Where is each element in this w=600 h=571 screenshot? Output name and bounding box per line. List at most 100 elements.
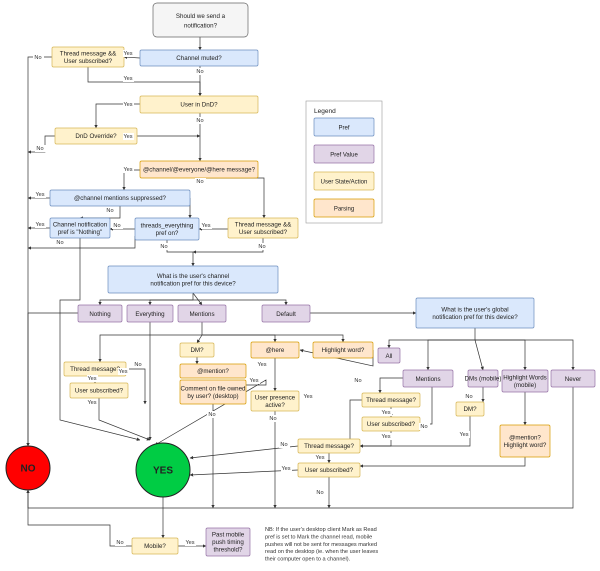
flow-edge: [192, 292, 203, 306]
legend-item-pref: Pref: [313, 117, 375, 137]
node-thread-sub-mid: Thread message &&User subscribed?: [227, 217, 299, 239]
node-text: Default: [276, 311, 296, 318]
legend-item-parsing: Parsing: [313, 198, 375, 218]
flow-edge: [474, 339, 484, 371]
edge-label-yes: Yes: [185, 540, 194, 546]
node-text: @here: [266, 347, 285, 354]
flow-edge: [148, 299, 193, 306]
node-val-nothing: Nothing: [77, 304, 123, 323]
node-text: Mobile?: [144, 543, 166, 550]
node-text: Comment on file owned: [180, 385, 246, 392]
edge-label-no: No: [316, 490, 323, 496]
edge-label-no: No: [258, 244, 265, 250]
node-text: Never: [565, 376, 582, 383]
node-text: User subscribed?: [75, 388, 124, 395]
node-text: All: [386, 353, 393, 360]
note-line: read on the desktop (ie. when the user l…: [265, 549, 378, 555]
node-text: DMs (mobile): [465, 376, 502, 383]
edge-label-no: No: [196, 69, 203, 75]
node-text: push timing: [212, 539, 244, 546]
edge-label-yes: Yes: [303, 394, 312, 400]
flow-edge: [26, 489, 132, 547]
node-at-here: @here: [250, 341, 300, 359]
node-text: DnD Override?: [75, 133, 117, 140]
node-mobile: Mobile?: [131, 537, 179, 555]
edge-label-no: No: [280, 442, 287, 448]
legend-item-label: Pref: [338, 126, 349, 132]
flow-edge: [475, 339, 527, 371]
node-text: Thread message?: [366, 397, 416, 404]
edge-label-yes: Yes: [123, 134, 132, 140]
node-user-dnd: User in DnD?: [139, 95, 259, 114]
edge-label-yes: Yes: [123, 102, 132, 108]
edge-label-yes: Yes: [201, 223, 210, 229]
node-text: What is the user's channel: [157, 273, 229, 280]
node-text: Highlight Words: [503, 374, 547, 381]
node-text: notification pref for this device?: [432, 314, 518, 321]
edge-label-yes: Yes: [35, 192, 44, 198]
flow-edge: [192, 238, 264, 254]
node-text: What is the user's global: [441, 306, 508, 313]
flow-edge: [378, 377, 403, 394]
node-text: Nothing: [89, 311, 111, 318]
legend-item-label: User State/Action: [321, 180, 368, 186]
legend-item-label: Parsing: [334, 207, 354, 213]
node-text: Everything: [135, 311, 165, 318]
yes-terminal: YES: [135, 442, 191, 498]
edge-label-no: No: [36, 146, 43, 152]
flow-edge: [359, 416, 471, 448]
flow-edge: [126, 368, 147, 405]
edge-label-yes: Yes: [257, 362, 266, 368]
legend-item-pref-value: Pref Value: [313, 144, 375, 164]
node-g-mentions: Mentions: [402, 369, 454, 388]
node-g-highlight: Highlight Words(mobile): [501, 369, 549, 393]
edge-label-yes: Yes: [87, 376, 96, 382]
flow-edge: [475, 339, 575, 371]
edge-label-no: No: [134, 362, 141, 368]
edge-label-no: No: [354, 378, 361, 384]
node-text: User subscribed?: [239, 229, 288, 236]
node-thread-msg-c: Thread message?: [297, 438, 361, 454]
node-highlight-word: Highlight word?: [312, 341, 374, 359]
node-text: Mentions: [415, 376, 440, 383]
node-user-sub-c: User subscribed?: [297, 462, 361, 478]
flow-edge: [123, 55, 141, 59]
node-g-all: All: [377, 347, 401, 364]
node-text: pref is "Nothing": [58, 229, 102, 236]
note-line: pushes will not be sent for messages mar…: [265, 542, 377, 548]
node-thread-sub-top: Thread message &&User subscribed?: [51, 46, 125, 68]
edge-label-no: No: [56, 240, 63, 246]
node-val-everything: Everything: [126, 304, 174, 323]
no-terminal: NO: [5, 445, 51, 491]
flow-edge: [98, 322, 203, 363]
flow-edge: [87, 67, 202, 97]
node-channel-mention-msg: @channel/@everyone/@here message?: [139, 160, 259, 179]
node-text: threads_everything: [141, 222, 194, 229]
node-mentions-suppressed: @channel mentions suppressed?: [49, 189, 191, 207]
node-dm-r: DM?: [455, 401, 485, 417]
node-text: Past mobile: [212, 532, 245, 539]
flow-edge: [26, 56, 52, 447]
flow-edge: [98, 398, 151, 441]
node-text: Should we send a: [176, 13, 226, 20]
node-text: Mentions: [189, 311, 214, 318]
node-g-never: Never: [550, 369, 596, 388]
node-dm: DM?: [179, 342, 215, 358]
note: NB: If the user's desktop client Mark as…: [265, 527, 378, 563]
node-text: Thread message?: [304, 443, 354, 450]
node-text: threshold?: [214, 547, 243, 554]
flow-edge: [189, 469, 299, 477]
edge-label-no: No: [420, 424, 427, 430]
node-user-sub-l: User subscribed?: [69, 382, 129, 399]
node-text: Channel notification: [53, 221, 108, 228]
node-at-mention: @mention?: [179, 363, 247, 379]
node-text: @channel/@everyone/@here message?: [143, 167, 256, 174]
flow-edge: [387, 328, 476, 349]
flow-edge: [202, 334, 277, 343]
node-text: DM?: [190, 347, 204, 354]
